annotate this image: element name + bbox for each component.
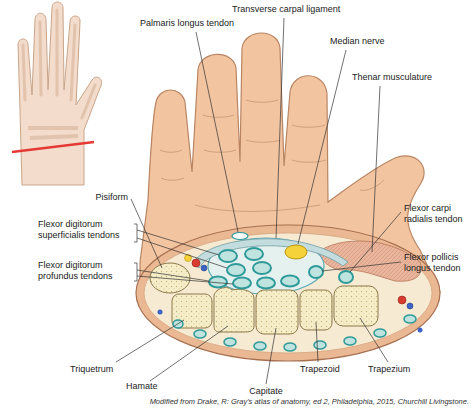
leader-line [322, 262, 401, 271]
inset-hand [23, 10, 95, 118]
vessel [398, 296, 406, 304]
vessel [192, 259, 200, 267]
part-label: Median nerve [330, 36, 400, 47]
extensor-tendon [314, 341, 326, 349]
vessel [158, 310, 163, 315]
part-label: Flexor carpi radialis tendon [404, 203, 468, 224]
carpal-bone [334, 286, 378, 326]
leader-line [116, 320, 184, 362]
part-label: Flexor pollicis longus tendon [404, 252, 468, 273]
leader-line [150, 326, 228, 381]
carpal-ligament [192, 239, 348, 268]
wrist-section [144, 233, 432, 353]
leader-line [134, 224, 137, 242]
palmaris-tendon [232, 233, 248, 240]
leader-line [137, 276, 233, 284]
part-label: Triquetrum [70, 364, 132, 375]
inset-hand [28, 128, 78, 138]
leader-line [316, 322, 318, 362]
carpal-bone [172, 294, 212, 328]
part-label: Flexor digitorum profundus tendons [38, 260, 132, 281]
part-label: Thenar musculature [352, 72, 452, 83]
extensor-tendon [254, 342, 266, 350]
flexor-tendon [281, 276, 299, 287]
extensor-tendon [284, 343, 296, 351]
extensor-tendon [344, 337, 356, 345]
vessel [201, 265, 207, 271]
flexor-tendon [309, 266, 323, 278]
extensor-tendon [173, 315, 416, 351]
extensor-tendon [404, 315, 416, 323]
wrist-section [136, 225, 440, 361]
inset-hand [18, 2, 102, 185]
wrist-section [136, 225, 440, 361]
part-label: Palmaris longus tendon [140, 18, 250, 29]
leader-line [196, 32, 238, 232]
flexor-tendon [245, 248, 263, 260]
flexor-tendon [209, 248, 353, 289]
flexor-tendon [257, 278, 275, 289]
hand-outline [160, 100, 384, 211]
median-nerve [285, 245, 307, 259]
part-label: Flexor digitorum superficialis tendons [38, 219, 132, 240]
leader-line [134, 263, 137, 281]
flexor-tendon [219, 250, 237, 262]
source-caption: Modified from Drake, R: Gray's atlas of … [150, 397, 469, 406]
part-label: Pisiform [70, 192, 128, 203]
carpal-bone [256, 290, 298, 334]
leader-line [137, 230, 219, 255]
part-label: Capitate [236, 386, 296, 397]
extensor-tendon [374, 329, 386, 337]
leader-line [298, 50, 346, 244]
leader-line [137, 238, 227, 268]
part-label: Transverse carpal ligament [232, 4, 356, 15]
leader-line [266, 328, 276, 384]
carpal-bone [150, 263, 378, 334]
leader-line [360, 318, 388, 362]
carpal-bone [150, 263, 190, 293]
vessel [407, 303, 413, 309]
part-label: Trapezium [368, 364, 426, 375]
part-label: Trapezoid [300, 364, 358, 375]
flexor-tendon [253, 262, 271, 274]
part-label: Hamate [126, 381, 176, 392]
inset-hand [18, 2, 102, 185]
flexor-tendon [339, 271, 353, 283]
carpal-bone [214, 288, 254, 332]
extensor-tendon [224, 338, 236, 346]
vessel [418, 328, 423, 333]
flexor-tendon [227, 264, 245, 276]
section-line [12, 142, 94, 152]
extensor-tendon [194, 330, 206, 338]
leader-line [372, 86, 380, 252]
leader-line [131, 199, 162, 268]
leader-line [276, 18, 284, 238]
vessel [158, 255, 423, 333]
flexor-tendon [233, 278, 251, 289]
